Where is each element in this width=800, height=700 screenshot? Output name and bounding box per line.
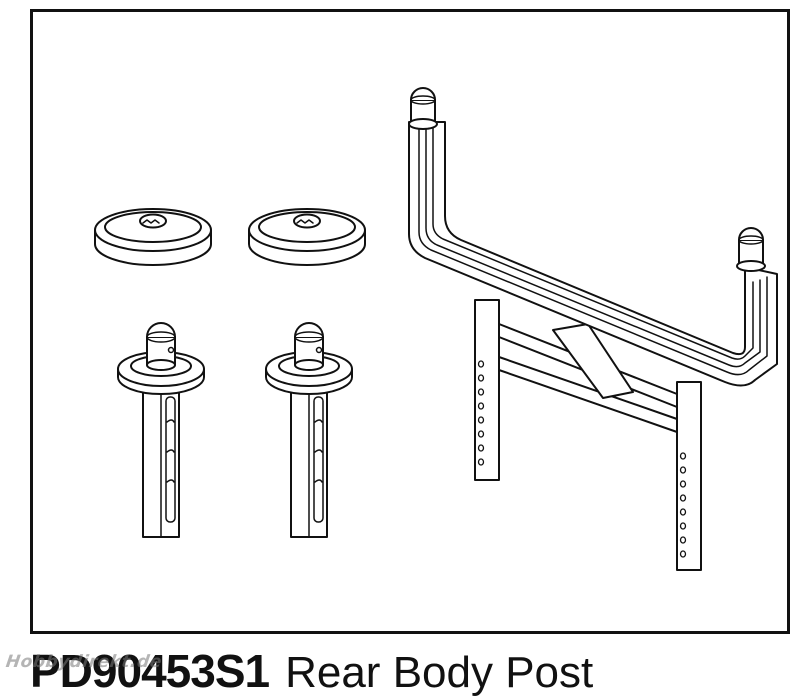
body-washer-right xyxy=(248,208,366,266)
diagram-frame xyxy=(30,9,790,634)
part-caption: PD90453S1 Rear Body Post xyxy=(30,644,593,700)
body-post-right xyxy=(265,322,353,538)
body-washer-left xyxy=(94,208,212,266)
watermark-logo: Hobbydirekt.de xyxy=(4,652,164,672)
leg-holes-right xyxy=(679,452,687,558)
part-number: PD90453S1 xyxy=(30,645,270,697)
body-post-left xyxy=(117,322,205,538)
part-name: Rear Body Post xyxy=(285,648,594,697)
rear-body-post-mount xyxy=(408,87,778,571)
leg-holes-left xyxy=(477,360,485,466)
parts-drawing xyxy=(94,87,778,571)
